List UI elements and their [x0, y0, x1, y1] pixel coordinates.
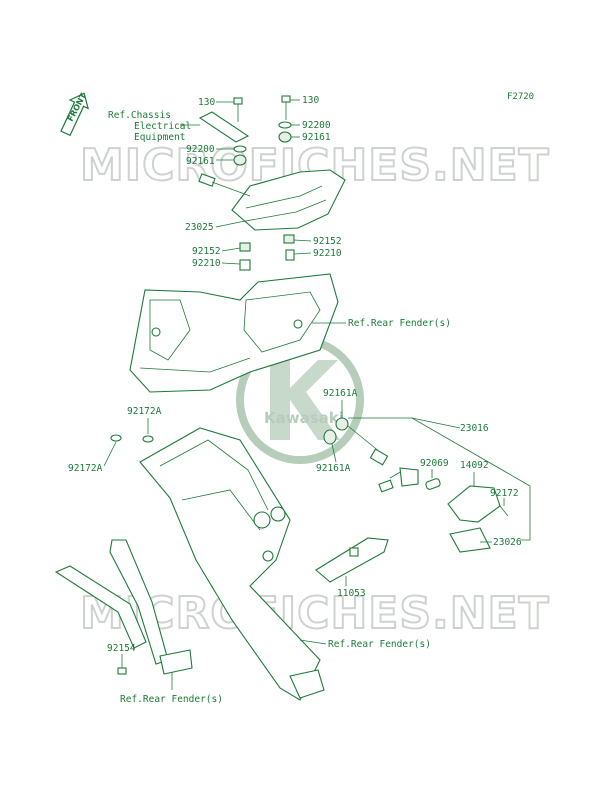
group-23016-bracket — [348, 417, 531, 541]
label-92210-right: 92210 — [313, 248, 342, 259]
label-130-left: 130 — [198, 97, 215, 108]
bolt-92154 — [117, 660, 127, 675]
collar-92210-left — [239, 259, 251, 271]
bolt-130-left — [233, 97, 243, 122]
collar-92152-left — [239, 242, 251, 252]
label-92161-right: 92161 — [302, 132, 331, 143]
label-92152-left: 92152 — [192, 246, 221, 257]
license-lamp-wiring — [347, 425, 419, 493]
label-11053: 11053 — [337, 588, 366, 599]
side-stay — [54, 539, 193, 675]
bolt-130-right — [281, 95, 291, 120]
label-130-right: 130 — [302, 95, 319, 106]
label-92172: 92172 — [490, 488, 519, 499]
label-23026: 23026 — [493, 537, 522, 548]
ref-rear-fender-1: Ref.Rear Fender(s) — [348, 318, 451, 329]
ref-chassis-line2: Electrical — [134, 121, 191, 132]
logo-text: Kawasaki — [264, 409, 344, 427]
label-92161-left: 92161 — [186, 156, 215, 167]
grommet-92161A-bottom — [323, 429, 337, 445]
strap — [198, 111, 250, 143]
screw-92172A-top — [142, 435, 154, 443]
ref-rear-fender-3: Ref.Rear Fender(s) — [120, 694, 223, 705]
label-92154: 92154 — [107, 643, 136, 654]
ref-chassis-line1: Ref.Chassis — [108, 110, 171, 121]
bracket-11053 — [315, 537, 389, 583]
rear-fender-upper — [129, 273, 339, 393]
front-arrow-icon — [60, 92, 90, 137]
label-92210-left: 92210 — [192, 258, 221, 269]
bulb-92069 — [425, 478, 441, 490]
ref-rear-fender-2: Ref.Rear Fender(s) — [328, 639, 431, 650]
label-92152-right: 92152 — [313, 236, 342, 247]
label-23016: 23016 — [460, 423, 489, 434]
washer-92200-left — [233, 145, 247, 153]
label-92200-left: 92200 — [186, 144, 215, 155]
collar-92210-right — [285, 249, 295, 261]
washer-92200-right — [278, 121, 292, 129]
rear-fender-lower — [139, 427, 325, 701]
screw-92172A-left — [110, 434, 122, 442]
label-14092: 14092 — [460, 460, 489, 471]
label-92069: 92069 — [420, 458, 449, 469]
label-92200-right: 92200 — [302, 120, 331, 131]
collar-92152-right — [283, 234, 295, 244]
ref-chassis-line3: Equipment — [134, 132, 185, 143]
grommet-92161-right — [278, 131, 292, 143]
screw-92172 — [499, 505, 509, 517]
gasket-23026 — [449, 527, 491, 553]
label-92161A-bottom: 92161A — [316, 463, 351, 474]
label-92161A-top: 92161A — [323, 388, 358, 399]
label-23025: 23025 — [185, 222, 214, 233]
grommet-92161-left — [233, 154, 247, 166]
label-92172A-left: 92172A — [68, 463, 103, 474]
label-92172A-top: 92172A — [127, 406, 162, 417]
tail-light-23025 — [198, 169, 346, 231]
grommet-92161A-top — [335, 417, 349, 431]
diagram-code: F2720 — [507, 92, 534, 102]
kawasaki-logo: Kawasaki — [236, 336, 364, 464]
